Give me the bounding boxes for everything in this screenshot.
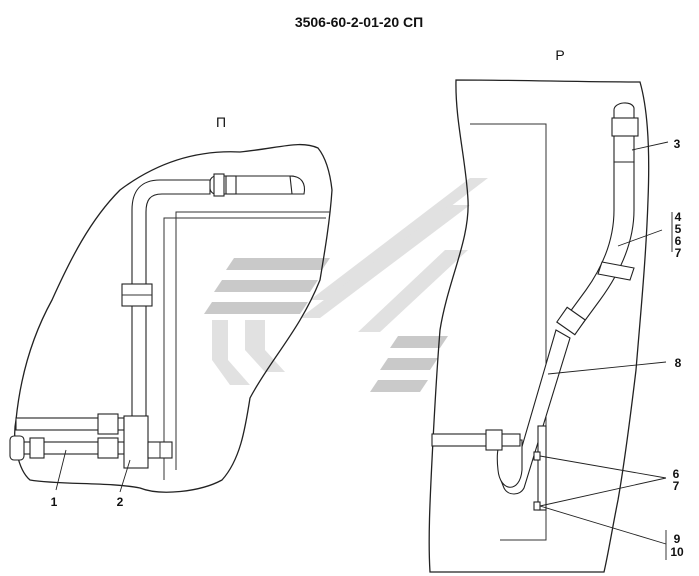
callout-1: 1 [51, 495, 58, 509]
callout-5: 5 [675, 222, 682, 236]
right-view [428, 79, 650, 573]
right-top-fitting [611, 117, 639, 137]
callout-7b: 7 [673, 479, 680, 493]
right-bracket-plate [537, 425, 547, 511]
callout-2: 2 [117, 495, 124, 509]
left-upper-fitting [97, 413, 119, 435]
callout-4: 4 [675, 210, 682, 224]
left-top-fitting-b [225, 175, 237, 195]
right-diagonal-hose [563, 161, 635, 331]
view-label-right: Р [555, 47, 564, 63]
right-bracket-bolt-b [533, 501, 541, 511]
left-view-outline [14, 143, 333, 493]
callout-3: 3 [674, 137, 681, 151]
view-label-left: П [216, 114, 226, 130]
right-lower-fitting [556, 306, 586, 336]
left-view [9, 143, 333, 493]
callout-8: 8 [675, 356, 682, 370]
watermark-logo [204, 178, 488, 392]
callout-9: 9 [674, 532, 681, 546]
callout-6b: 6 [673, 467, 680, 481]
drawing-title: 3506-60-2-01-20 СП [295, 14, 423, 30]
callout-6: 6 [675, 234, 682, 248]
left-lower-fitting-b [97, 437, 119, 459]
left-top-fitting-a [213, 173, 225, 197]
right-bracket-bolt-a [533, 451, 541, 461]
left-frame [163, 217, 326, 480]
callout-7: 7 [675, 246, 682, 260]
left-frame-inner [175, 211, 330, 470]
left-lower-fitting-a [29, 437, 45, 459]
left-tee-block [123, 415, 149, 469]
right-frame [470, 123, 547, 541]
right-horizontal-pipe [431, 433, 521, 447]
right-horizontal-fitting [485, 429, 503, 451]
right-clamp-band [597, 261, 635, 281]
left-pipe-end-cap [9, 435, 25, 461]
leader-lines [55, 141, 673, 560]
left-top-hose-end [289, 175, 306, 195]
callout-10: 10 [670, 545, 684, 559]
